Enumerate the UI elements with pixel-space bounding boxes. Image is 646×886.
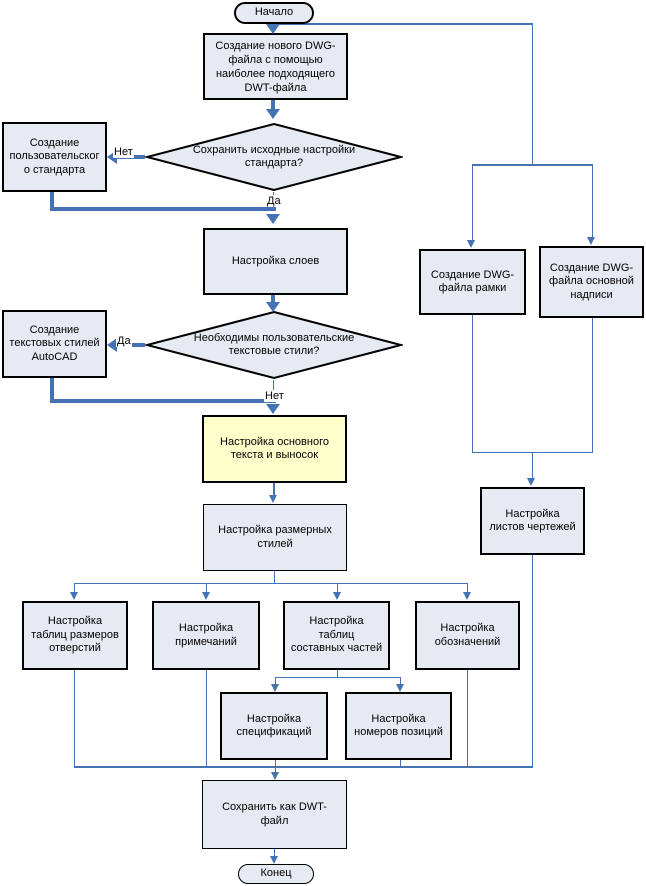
decision-text-styles-label: Необходимы пользовательские текстовые ст… bbox=[193, 331, 355, 358]
connector bbox=[271, 100, 275, 110]
node-layers-setup: Настройка слоев bbox=[203, 228, 348, 295]
node-drawing-sheets-setup: Настройка листов чертежей bbox=[480, 487, 585, 555]
connector bbox=[273, 571, 275, 583]
decision-save-standard-diamond bbox=[145, 122, 403, 192]
arrowhead bbox=[587, 237, 595, 245]
connector bbox=[73, 670, 75, 767]
node-notes-setup: Настройка примечаний bbox=[152, 601, 260, 670]
connector bbox=[466, 670, 468, 767]
connector bbox=[466, 583, 468, 593]
arrowhead bbox=[266, 109, 280, 119]
node-create-text-styles: Создание текстовых стилей AutoCAD bbox=[2, 310, 107, 378]
connector bbox=[591, 164, 593, 238]
connector bbox=[399, 677, 401, 685]
connector bbox=[74, 582, 468, 584]
node-symbols-setup: Настройка обозначений bbox=[415, 601, 520, 670]
connector bbox=[50, 378, 54, 403]
connector bbox=[50, 192, 54, 211]
edge-label-no: Нет bbox=[113, 146, 134, 158]
arrowhead bbox=[201, 592, 210, 600]
connector bbox=[273, 483, 275, 496]
arrowhead bbox=[269, 856, 278, 864]
connector bbox=[73, 583, 75, 593]
node-item-numbers-setup: Настройка номеров позиций bbox=[345, 692, 452, 760]
node-create-frame-dwg: Создание DWG- файла рамки bbox=[419, 249, 526, 315]
connector bbox=[336, 670, 338, 678]
arrowhead bbox=[69, 592, 78, 600]
connector bbox=[274, 767, 276, 773]
connector bbox=[531, 555, 533, 767]
connector bbox=[399, 760, 401, 767]
arrowhead bbox=[107, 338, 117, 352]
node-save-as-dwt: Сохранить как DWT- файл bbox=[202, 780, 347, 849]
node-create-custom-standard: Создание пользовательског о стандарта bbox=[2, 122, 107, 192]
connector bbox=[336, 583, 338, 593]
connector bbox=[275, 676, 400, 678]
connector bbox=[274, 677, 276, 685]
arrowhead bbox=[107, 150, 117, 164]
connector bbox=[472, 451, 593, 453]
connector bbox=[591, 318, 593, 453]
arrowhead bbox=[266, 214, 280, 224]
node-create-dwg-file: Создание нового DWG- файла с помощью наи… bbox=[203, 33, 348, 100]
arrowhead bbox=[527, 478, 535, 486]
connector bbox=[471, 164, 473, 241]
connector bbox=[531, 453, 533, 479]
arrowhead bbox=[266, 24, 280, 34]
start-terminator: Начало bbox=[234, 2, 314, 24]
edge-label-no: Нет bbox=[264, 390, 285, 402]
arrowhead bbox=[266, 302, 280, 312]
node-main-text-leaders-setup: Настройка основного текста и выносок bbox=[202, 415, 347, 483]
arrowhead bbox=[270, 684, 279, 692]
connector bbox=[271, 295, 275, 305]
connector bbox=[50, 399, 276, 403]
connector bbox=[205, 670, 207, 767]
node-specifications-setup: Настройка спецификаций bbox=[220, 692, 328, 760]
arrowhead bbox=[269, 495, 277, 503]
arrowhead bbox=[467, 240, 475, 248]
connector bbox=[74, 766, 533, 768]
connector bbox=[273, 23, 533, 25]
arrowhead bbox=[270, 772, 279, 780]
edge-label-yes: Да bbox=[116, 335, 132, 347]
end-terminator: Конец bbox=[238, 864, 314, 884]
arrowhead bbox=[462, 592, 471, 600]
decision-diamond-shape bbox=[145, 122, 403, 192]
connector bbox=[205, 583, 207, 593]
decision-diamond-shape bbox=[145, 310, 403, 380]
connector bbox=[471, 315, 473, 453]
arrowhead bbox=[266, 404, 280, 414]
connector bbox=[531, 23, 533, 165]
connector bbox=[273, 849, 275, 857]
decision-text-styles-diamond bbox=[145, 310, 403, 380]
node-hole-tables-setup: Настройка таблиц размеров отверстий bbox=[22, 601, 128, 670]
connector bbox=[50, 207, 276, 211]
node-create-title-block-dwg: Создание DWG- файла основной надписи bbox=[539, 246, 644, 318]
node-dimension-styles-setup: Настройка размерных стилей bbox=[203, 504, 347, 571]
connector bbox=[472, 164, 593, 166]
connector bbox=[274, 760, 276, 767]
arrowhead bbox=[332, 592, 341, 600]
node-parts-list-tables-setup: Настройка таблиц составных частей bbox=[283, 601, 390, 670]
arrowhead bbox=[395, 684, 404, 692]
edge-label-yes: Да bbox=[266, 195, 282, 207]
decision-save-standard-label: Сохранить исходные настройки стандарта? bbox=[192, 143, 356, 170]
